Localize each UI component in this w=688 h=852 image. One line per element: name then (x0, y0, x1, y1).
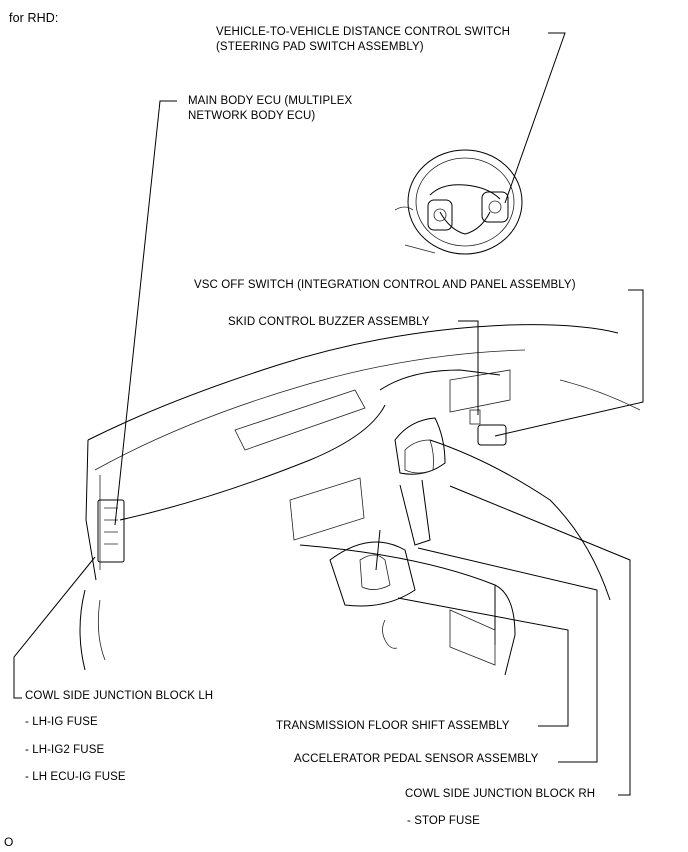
cowl-side-junction-rh-label: COWL SIDE JUNCTION BLOCK RH (405, 788, 596, 800)
lh-ig-fuse-label: - LH-IG FUSE (25, 716, 98, 728)
leader-lines (13, 32, 644, 796)
lh-ecu-ig-fuse-label: - LH ECU-IG FUSE (25, 771, 126, 783)
lh-ig2-fuse-label: - LH-IG2 FUSE (25, 744, 105, 756)
distance-control-switch-label: VEHICLE-TO-VEHICLE DISTANCE CONTROL SWIT… (216, 26, 511, 53)
transmission-shift-label: TRANSMISSION FLOOR SHIFT ASSEMBLY (276, 720, 510, 732)
figure-code: O (4, 835, 14, 849)
accelerator-sensor-label: ACCELERATOR PEDAL SENSOR ASSEMBLY (294, 753, 539, 765)
vsc-off-switch-label: VSC OFF SWITCH (INTEGRATION CONTROL AND … (194, 279, 576, 291)
cowl-side-junction-lh-label: COWL SIDE JUNCTION BLOCK LH (25, 690, 214, 702)
stop-fuse-label: - STOP FUSE (407, 815, 480, 827)
dashboard-drawing (79, 324, 641, 676)
steering-wheel-drawing (394, 149, 523, 255)
region-label: for RHD: (9, 11, 59, 25)
main-body-ecu-label: MAIN BODY ECU (MULTIPLEX NETWORK BODY EC… (188, 95, 353, 122)
skid-control-buzzer-label: SKID CONTROL BUZZER ASSEMBLY (228, 316, 430, 328)
